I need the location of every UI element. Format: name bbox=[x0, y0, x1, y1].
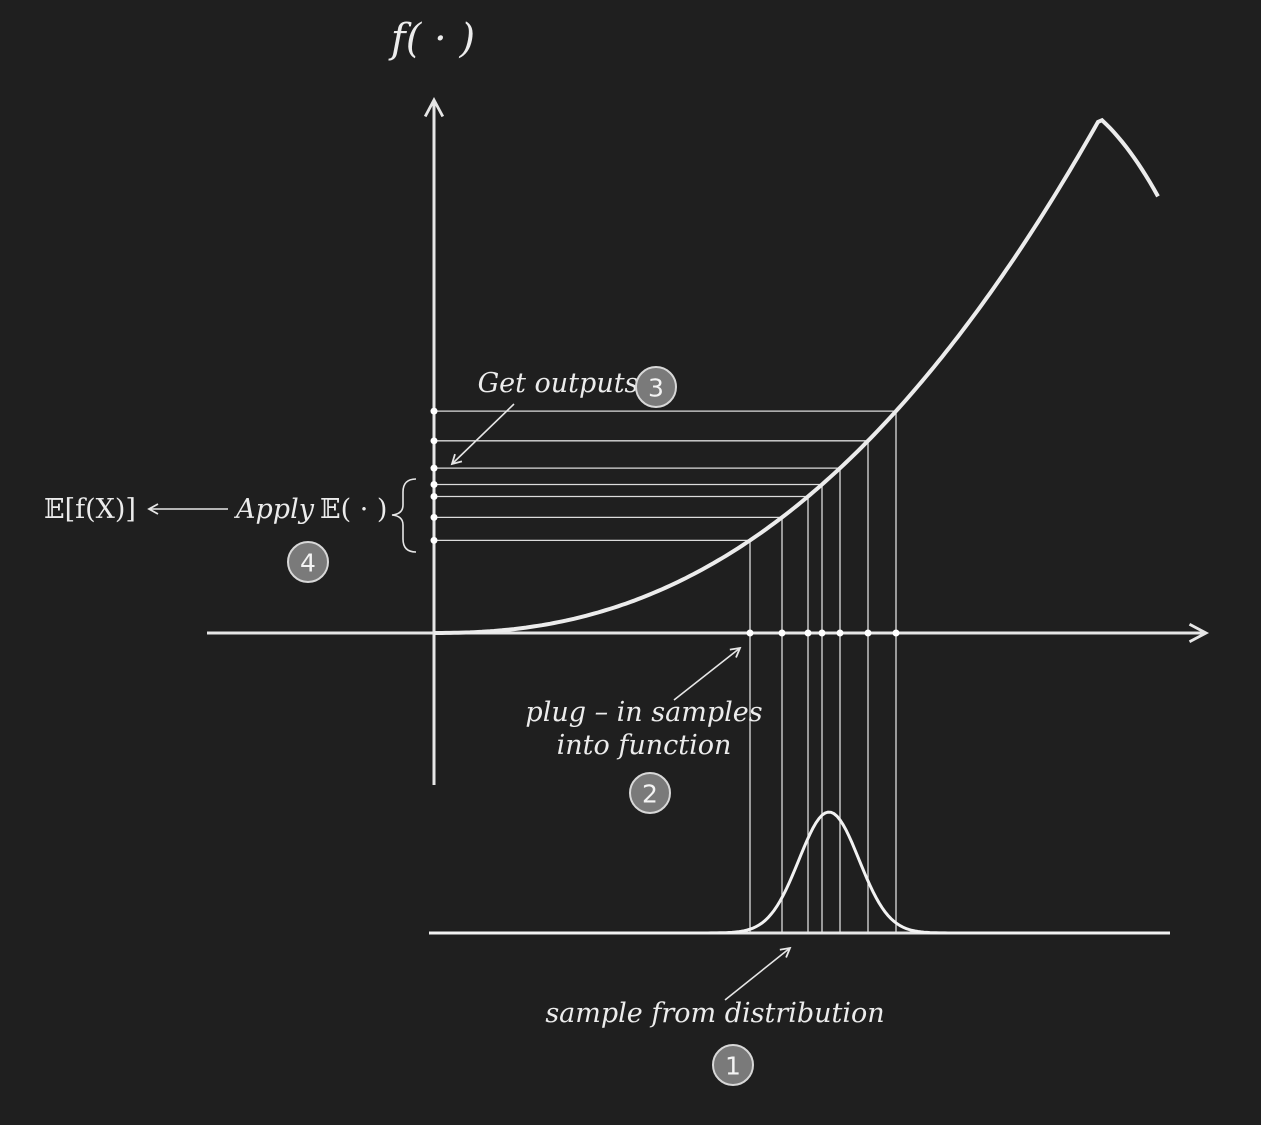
sample-input-dot bbox=[746, 629, 754, 637]
step-3-label: Get outputs bbox=[478, 368, 639, 399]
function-curve bbox=[434, 117, 1160, 635]
sample-input-dot bbox=[778, 629, 786, 637]
sample-output-dot bbox=[430, 513, 438, 521]
distribution-curve bbox=[429, 810, 1170, 935]
sample-input-dot bbox=[836, 629, 844, 637]
outputs-arrow bbox=[450, 403, 515, 466]
step-1-badge: 1 bbox=[712, 1044, 754, 1086]
sample-input-dot bbox=[804, 629, 812, 637]
sample-output-dot bbox=[430, 464, 438, 472]
step-3-number: 3 bbox=[648, 374, 664, 403]
step-2-badge: 2 bbox=[629, 772, 671, 814]
step-3-badge: 3 bbox=[635, 366, 677, 408]
step-4-apply-label: Apply bbox=[233, 494, 315, 525]
step-2-label-line1: plug – in samples bbox=[525, 697, 762, 728]
step-1-label: sample from distribution bbox=[545, 998, 884, 1029]
step-1-number: 1 bbox=[725, 1052, 741, 1081]
expectation-result: 𝔼[f(X)] bbox=[44, 494, 136, 525]
sample-points bbox=[430, 407, 900, 637]
sample-output-dot bbox=[430, 493, 438, 501]
step-2-number: 2 bbox=[642, 780, 658, 809]
sample-guide-lines bbox=[434, 410, 897, 933]
sample-output-dot bbox=[430, 437, 438, 445]
sample-output-dot bbox=[430, 536, 438, 544]
plug-in-arrow bbox=[673, 646, 742, 701]
y-axis-label: f( · ) bbox=[388, 16, 475, 62]
step-4-number: 4 bbox=[300, 549, 316, 578]
sample-output-dot bbox=[430, 407, 438, 415]
sample-input-dot bbox=[892, 629, 900, 637]
sample-arrow bbox=[724, 946, 792, 1001]
sample-output-dot bbox=[430, 480, 438, 488]
step-2-label-line2: into function bbox=[557, 730, 732, 761]
sample-input-dot bbox=[818, 629, 826, 637]
step-4-badge: 4 bbox=[287, 541, 329, 583]
sample-input-dot bbox=[864, 629, 872, 637]
step-4-operator: 𝔼( · ) bbox=[320, 494, 387, 525]
outputs-brace bbox=[391, 478, 417, 553]
